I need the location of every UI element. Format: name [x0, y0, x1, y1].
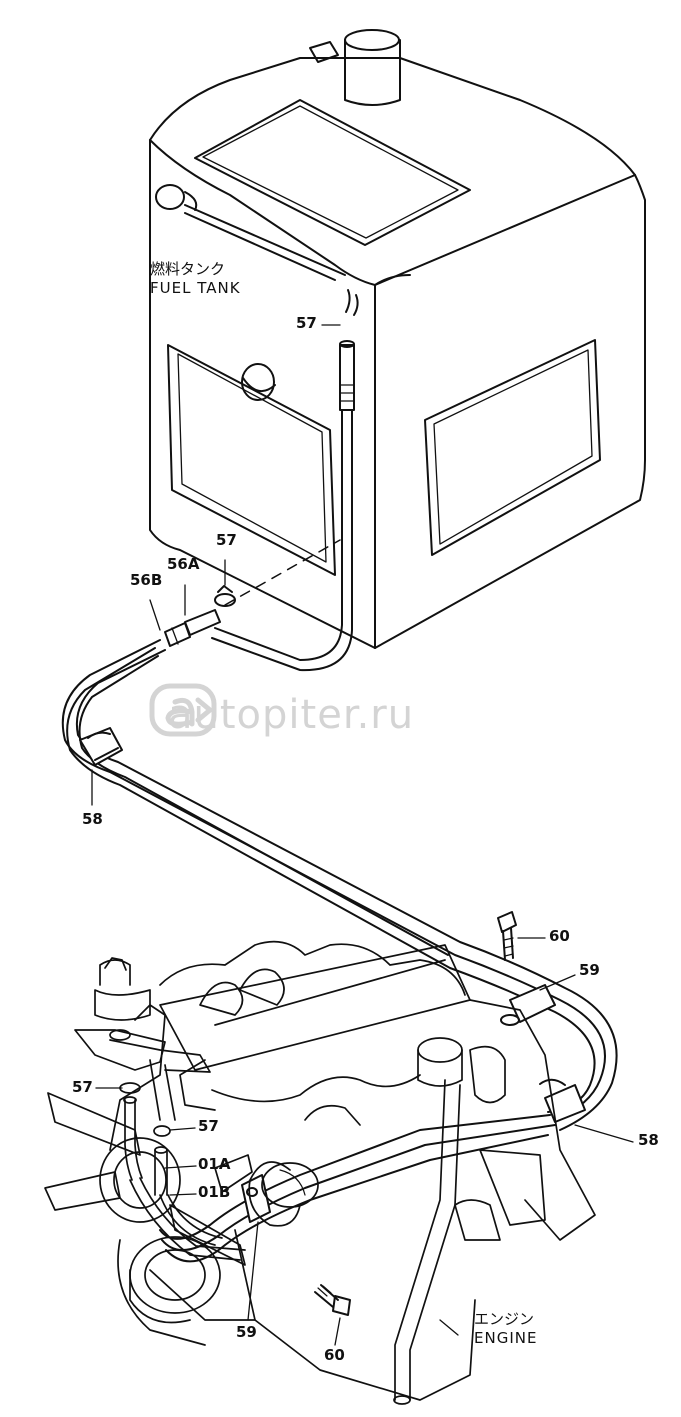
bolt-60-bottom-drawing: [314, 1284, 351, 1316]
bolt-60-top-drawing: [497, 911, 517, 961]
part-01b: 01B: [198, 1183, 231, 1201]
fuel-hose-drawing: [61, 340, 618, 1263]
tank-caption-jp: 燃料タンク: [150, 260, 226, 278]
part-59-bottom: 59: [236, 1323, 257, 1341]
watermark-text: autopiter.ru: [168, 692, 415, 738]
part-57-left: 57: [72, 1078, 93, 1096]
engine-caption-en: ENGINE: [474, 1328, 538, 1347]
part-57-top: 57: [296, 314, 317, 332]
engine-caption-jp: エンジン: [474, 1310, 535, 1328]
fuel-tank-drawing: [149, 29, 646, 649]
tank-caption-en: FUEL TANK: [150, 278, 241, 297]
part-60-bottom: 60: [324, 1346, 345, 1364]
engine-caption: エンジン ENGINE: [474, 1310, 537, 1348]
part-58-right: 58: [638, 1131, 659, 1149]
tank-caption: 燃料タンク FUEL TANK: [150, 260, 241, 298]
watermark-logo: [149, 683, 217, 737]
part-56a: 56A: [167, 555, 200, 573]
part-57-low: 57: [198, 1117, 219, 1135]
part-58-left: 58: [82, 810, 103, 828]
part-57-mid: 57: [216, 531, 237, 549]
part-01a: 01A: [198, 1155, 231, 1173]
part-60-top: 60: [549, 927, 570, 945]
part-56b: 56B: [130, 571, 163, 589]
leader-lines: [91, 324, 634, 1346]
part-59-right: 59: [579, 961, 600, 979]
engine-drawing: [44, 940, 596, 1405]
